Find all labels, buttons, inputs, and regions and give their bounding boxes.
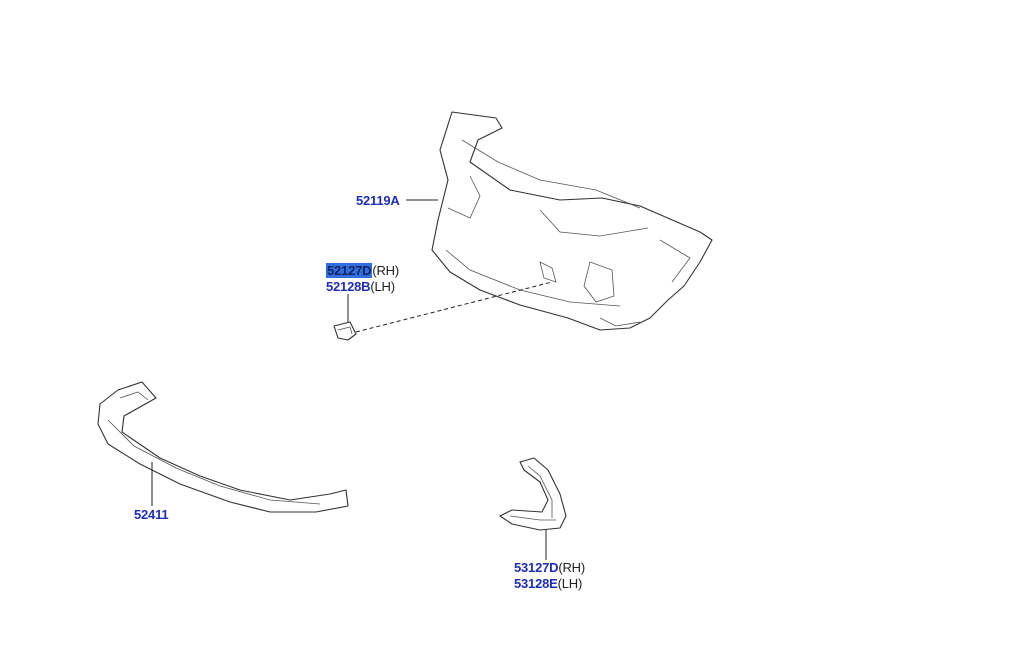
side-tow-hook-cover-rh: (RH) <box>372 263 399 278</box>
part-number-fog-lamp-bezel-lh: 53128E <box>514 576 558 591</box>
fog-lamp-bezel-drawing <box>499 457 567 531</box>
label-fog-lamp-bezel-lh: 53128E(LH) <box>514 576 582 591</box>
label-tow-hook-cover-rh: 52127D(RH) <box>326 263 399 278</box>
label-tow-hook-cover-lh: 52128B(LH) <box>326 279 395 294</box>
leader-tow-hook-dashed <box>355 281 553 333</box>
part-number-tow-hook-cover-rh: 52127D <box>326 263 373 278</box>
tow-hook-cover-drawing <box>333 321 357 341</box>
part-number-tow-hook-cover-lh: 52128B <box>326 279 371 294</box>
part-number-lower-spoiler: 52411 <box>134 507 169 522</box>
side-fog-lamp-bezel-rh: (RH) <box>558 560 585 575</box>
side-tow-hook-cover-lh: (LH) <box>370 279 395 294</box>
side-fog-lamp-bezel-lh: (LH) <box>557 576 583 591</box>
front-bumper-drawing <box>431 111 713 331</box>
part-number-fog-lamp-bezel-rh: 53127D <box>514 560 559 575</box>
lower-spoiler-drawing <box>97 381 349 513</box>
part-number-front-bumper: 52119A <box>356 193 400 208</box>
label-lower-spoiler: 52411 <box>134 507 169 522</box>
label-fog-lamp-bezel-rh: 53127D(RH) <box>514 560 585 575</box>
label-front-bumper: 52119A <box>356 193 400 208</box>
